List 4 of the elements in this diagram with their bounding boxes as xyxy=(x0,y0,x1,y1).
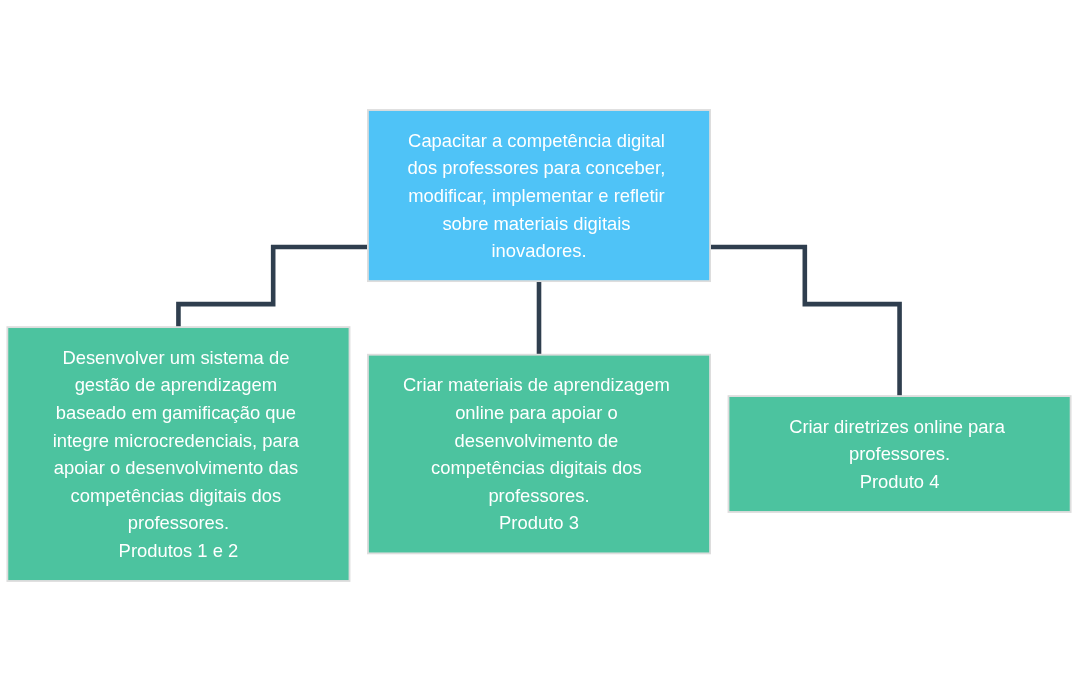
node-box: Desenvolver um sistema de gestão de aprendizagem baseado em gamificação que integre microcredenciais, para apoiar o desenvolvimento das competências digitais dos professores. Produtos 1 e 2 xyxy=(6,326,351,582)
node-box: Criar materiais de aprendizagem online para apoiar o desenvolvimento de competências digitais dos professores. Produto 3 xyxy=(367,353,711,555)
node-box: Criar diretrizes online para professores. Produto 4 xyxy=(727,395,1072,513)
node-box: Capacitar a competência digital dos professores para conceber, modificar, implementar e refletir sobre materiais digitais inovadores. xyxy=(367,109,711,283)
